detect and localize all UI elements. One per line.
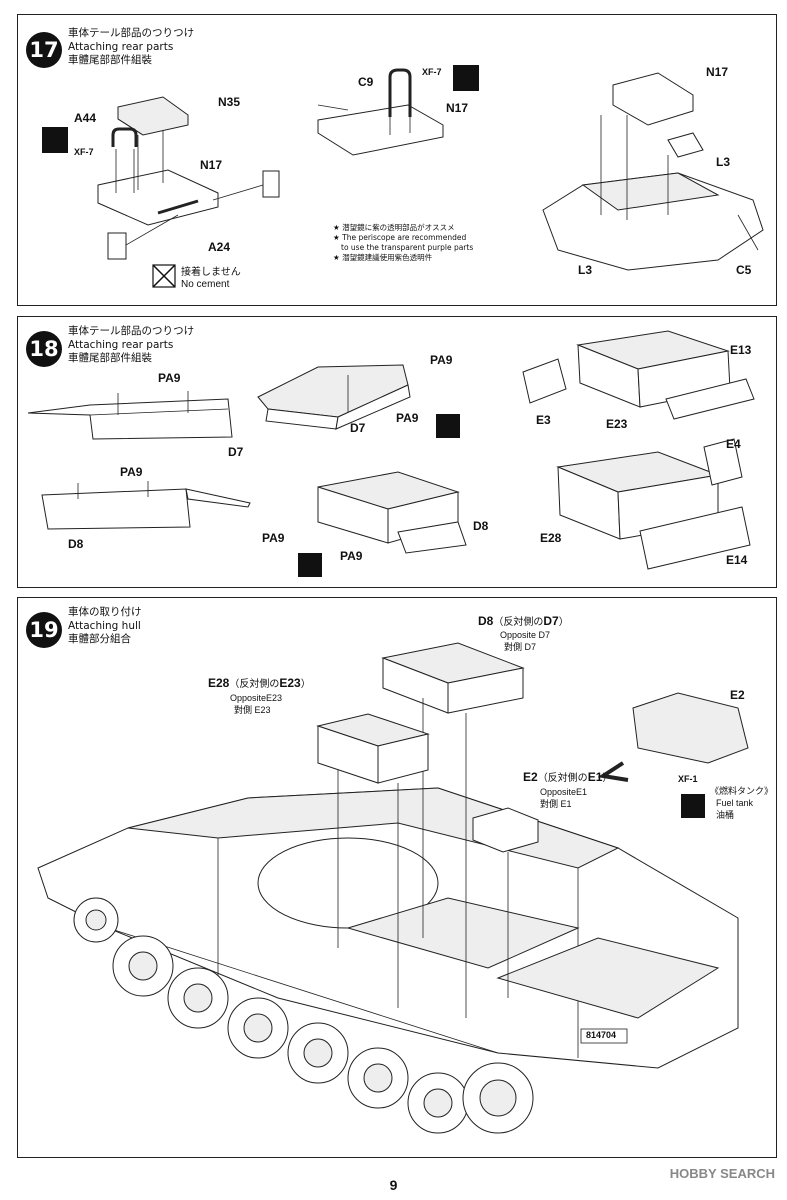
s19-paint-xf1: XF-1 (678, 774, 698, 784)
part-c9-label: C9 (358, 75, 374, 89)
s19-e2-en: OppositeE1 (540, 787, 588, 797)
step-19-panel: 19 車体の取り付け Attaching hull 車體部分組合 (17, 597, 777, 1158)
step-17-diagram (42, 65, 764, 288)
step-19-title: 車体の取り付け Attaching hull 車體部分組合 (68, 606, 142, 647)
periscope-note-4: ★ 潛望鏡建議使用紫色透明件 (333, 253, 433, 262)
periscope-note-3: to use the transparent purple parts (341, 243, 474, 252)
part-l3a-label: L3 (716, 155, 731, 169)
step-18-number: 18 (26, 331, 62, 367)
s18-e13: E13 (730, 343, 752, 357)
s18-d8b: D8 (473, 519, 489, 533)
part-l3b-label: L3 (578, 263, 593, 277)
step-17-title-ja: 車体テール部品のつりつけ (68, 27, 195, 39)
part-n17-label: N17 (200, 158, 223, 172)
paint-icon-s19 (681, 794, 705, 818)
step-17-title-en: Attaching rear parts (68, 40, 174, 53)
s18-pa9d: PA9 (120, 465, 143, 479)
s19-e28-main: E28 (208, 676, 230, 690)
periscope-note-2: ★ The periscope are recommended (333, 233, 467, 242)
part-a44-label: A44 (74, 111, 97, 125)
s19-e28-paren: （反対側の (229, 679, 280, 690)
step-17-panel: 17 車体テール部品のつりつけ Attaching rear parts 車體尾… (17, 14, 777, 306)
step-18-diagram (27, 330, 755, 577)
step-18-title-en: Attaching rear parts (68, 338, 174, 351)
step-18-panel: 18 車体テール部品のつりつけ Attaching rear parts 車體尾… (17, 316, 777, 588)
periscope-note-1: ★ 潜望鏡に紫の透明部品がオススメ (333, 223, 455, 232)
step-18-title: 車体テール部品のつりつけ Attaching rear parts 車體尾部部件… (68, 325, 194, 366)
s18-pa9b: PA9 (430, 353, 453, 367)
s19-e2-main: E2 (523, 770, 538, 784)
part-a24-label: A24 (208, 240, 231, 254)
paint-icon-mid (453, 65, 479, 91)
s19-e2-alt: E1 (587, 770, 603, 784)
part-n17b-label: N17 (446, 101, 469, 115)
paint-icon-s18-a (436, 414, 460, 438)
s19-fuel-en: Fuel tank (716, 798, 754, 808)
step17-right-assembly (542, 72, 764, 271)
watermark: HOBBY SEARCH (669, 1166, 775, 1181)
s19-d8-main: D8 (478, 614, 494, 628)
s19-fuel-zh: 油桶 (716, 810, 735, 820)
s19-e2-label: E2（反対側のE1） (523, 770, 613, 784)
step17-middle-assembly (317, 68, 444, 156)
s18-e28: E28 (540, 531, 562, 545)
paint-xf7-b: XF-7 (422, 67, 442, 77)
step-17-title: 車体テール部品のつりつけ Attaching rear parts 車體尾部部件… (68, 27, 194, 68)
paint-icon-left (42, 127, 68, 153)
s19-hull-number: 814704 (586, 1030, 617, 1040)
s18-pa9a: PA9 (158, 371, 181, 385)
s18-d7a: D7 (228, 445, 244, 459)
s19-d8-paren: （反対側の (493, 617, 544, 628)
s18-e14: E14 (726, 553, 748, 567)
step-19-diagram (37, 642, 749, 1134)
s19-e2-paren: （反対側の (537, 773, 588, 784)
s19-d8-label: D8（反対側のD7） (478, 614, 569, 628)
step17-left-assembly (97, 96, 280, 260)
s19-e28-alt: E23 (279, 676, 301, 690)
s18-d8a: D8 (68, 537, 84, 551)
s19-d8-paren-close: ） (558, 617, 569, 628)
paint-xf7-a: XF-7 (74, 147, 94, 157)
s19-e2-top-label: E2 (730, 688, 745, 702)
s19-e28-label: E28（反対側のE23） (208, 676, 311, 690)
s18-e23: E23 (606, 417, 628, 431)
step-18-title-zh: 車體尾部部件組裝 (68, 352, 152, 364)
s18-pa9f: PA9 (340, 549, 363, 563)
part-c5-label: C5 (736, 263, 752, 277)
s18-pa9c: PA9 (396, 411, 419, 425)
part-n17c-label: N17 (706, 65, 729, 79)
paint-icon-s18-b (298, 553, 322, 577)
page-number: 9 (389, 1177, 398, 1193)
s19-e28-paren-close: ） (300, 679, 311, 690)
periscope-note: ★ 潜望鏡に紫の透明部品がオススメ ★ The periscope are re… (333, 223, 473, 263)
s19-d8-zh: 對側 D7 (504, 642, 537, 652)
step-17-number: 17 (26, 32, 62, 68)
step-19-title-zh: 車體部分組合 (68, 633, 131, 645)
s19-e2-zh: 對側 E1 (540, 799, 572, 809)
step-18-title-ja: 車体テール部品のつりつけ (68, 325, 195, 337)
no-cement-ja: 接着しません (181, 267, 241, 278)
s18-pa9e: PA9 (262, 531, 285, 545)
part-n35-label: N35 (218, 95, 241, 109)
s19-fuel-ja: 《燃料タンク》 (710, 786, 774, 796)
step-19-title-en: Attaching hull (68, 619, 141, 632)
step-17-title-zh: 車體尾部部件組裝 (68, 54, 152, 66)
s19-d8-alt: D7 (543, 614, 559, 628)
s19-e2-paren-close: ） (602, 773, 613, 784)
step-19-title-ja: 車体の取り付け (68, 606, 142, 618)
s19-e28-zh: 對側 E23 (234, 705, 271, 715)
s18-e3: E3 (536, 413, 551, 427)
s18-d7b: D7 (350, 421, 366, 435)
step-19-number: 19 (26, 612, 62, 648)
s19-d8-en: Opposite D7 (500, 630, 551, 640)
no-cement-en: No cement (181, 279, 230, 290)
s19-e28-en: OppositeE23 (230, 693, 283, 703)
s18-e4: E4 (726, 437, 741, 451)
